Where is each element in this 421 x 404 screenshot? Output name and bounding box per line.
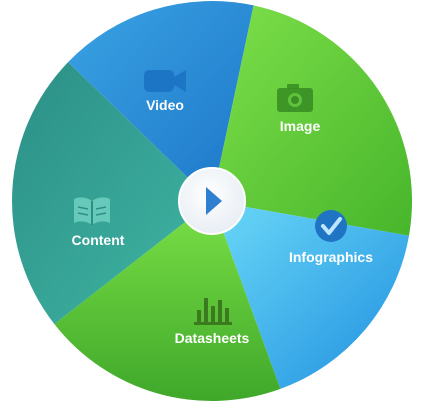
open-book-icon xyxy=(74,197,110,225)
video-camera-icon xyxy=(144,70,186,92)
segment-image[interactable] xyxy=(212,5,413,236)
play-icon[interactable] xyxy=(206,187,222,215)
wheel-icons xyxy=(74,70,347,325)
segment-label-infographics: Infographics xyxy=(289,249,373,265)
segment-label-image: Image xyxy=(280,118,321,134)
center-play-button[interactable] xyxy=(178,167,246,235)
segment-label-content: Content xyxy=(72,232,125,248)
wheel-segments xyxy=(12,1,413,401)
segment-content[interactable] xyxy=(12,62,212,325)
bar-chart-icon xyxy=(194,298,232,325)
segment-label-video: Video xyxy=(146,97,184,113)
segment-datasheets[interactable] xyxy=(54,201,281,401)
segment-video[interactable] xyxy=(68,1,254,202)
segment-label-datasheets: Datasheets xyxy=(175,330,250,346)
checkmark-badge-icon xyxy=(315,210,347,242)
camera-icon xyxy=(277,84,313,112)
segment-infographics[interactable] xyxy=(212,201,409,389)
